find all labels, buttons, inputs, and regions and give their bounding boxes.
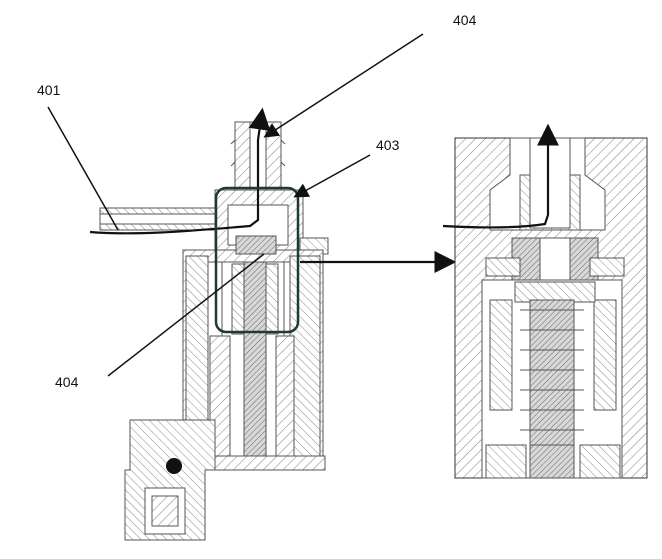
label-404-top: 404 <box>453 12 477 28</box>
label-401: 401 <box>37 82 61 98</box>
plunger <box>243 261 267 458</box>
valve-poppet <box>235 235 277 255</box>
label-403: 403 <box>376 137 400 153</box>
leader-line-403 <box>293 154 371 198</box>
flow-path <box>89 107 271 235</box>
leader-line-404-bottom <box>107 253 265 377</box>
label-404-bottom: 404 <box>55 374 79 390</box>
check-ball <box>166 458 182 474</box>
detail-spring <box>520 299 584 446</box>
detail-region-box <box>214 186 300 334</box>
detail-flow-path <box>442 123 559 229</box>
enlarged-detail-view <box>454 137 648 479</box>
valve-cross-section <box>99 121 329 541</box>
leader-line-401 <box>47 106 119 231</box>
leader-line-404-top <box>263 33 424 138</box>
